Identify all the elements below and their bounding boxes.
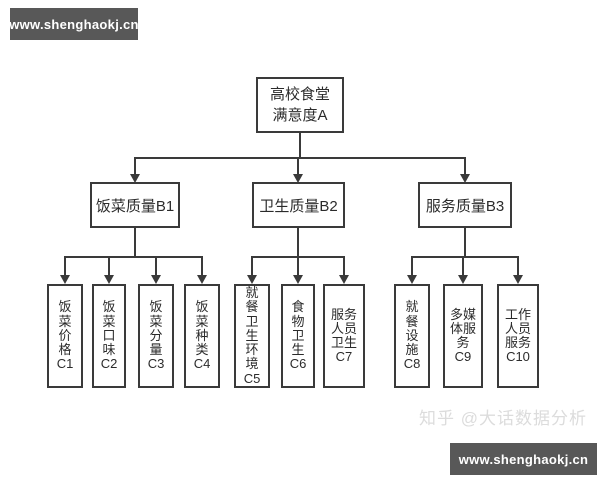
criterion-node-b1: 饭菜质量B1	[90, 182, 180, 228]
goal-node-a: 高校食堂 满意度A	[256, 77, 344, 133]
indicator-node-c9: 多媒 体服 务 C9	[443, 284, 483, 388]
bottom-banner-watermark: www.shenghaokj.cn	[450, 443, 597, 475]
top-banner-watermark: www.shenghaokj.cn	[9, 8, 138, 40]
indicator-node-c10: 工作 人员 服务 C10	[497, 284, 539, 388]
indicator-node-c5: 就 餐 卫 生 环 境 C5	[234, 284, 270, 388]
indicator-node-c8: 就 餐 设 施 C8	[394, 284, 430, 388]
indicator-node-c3: 饭 菜 分 量 C3	[138, 284, 174, 388]
indicator-node-c4: 饭 菜 种 类 C4	[184, 284, 220, 388]
credit-watermark: 知乎 @大话数据分析	[419, 409, 587, 428]
criterion-node-b3: 服务质量B3	[418, 182, 512, 228]
indicator-node-c6: 食 物 卫 生 C6	[281, 284, 315, 388]
indicator-node-c2: 饭 菜 口 味 C2	[92, 284, 126, 388]
criterion-node-b2: 卫生质量B2	[252, 182, 345, 228]
indicator-node-c1: 饭 菜 价 格 C1	[47, 284, 83, 388]
indicator-node-c7: 服务 人员 卫生 C7	[323, 284, 365, 388]
